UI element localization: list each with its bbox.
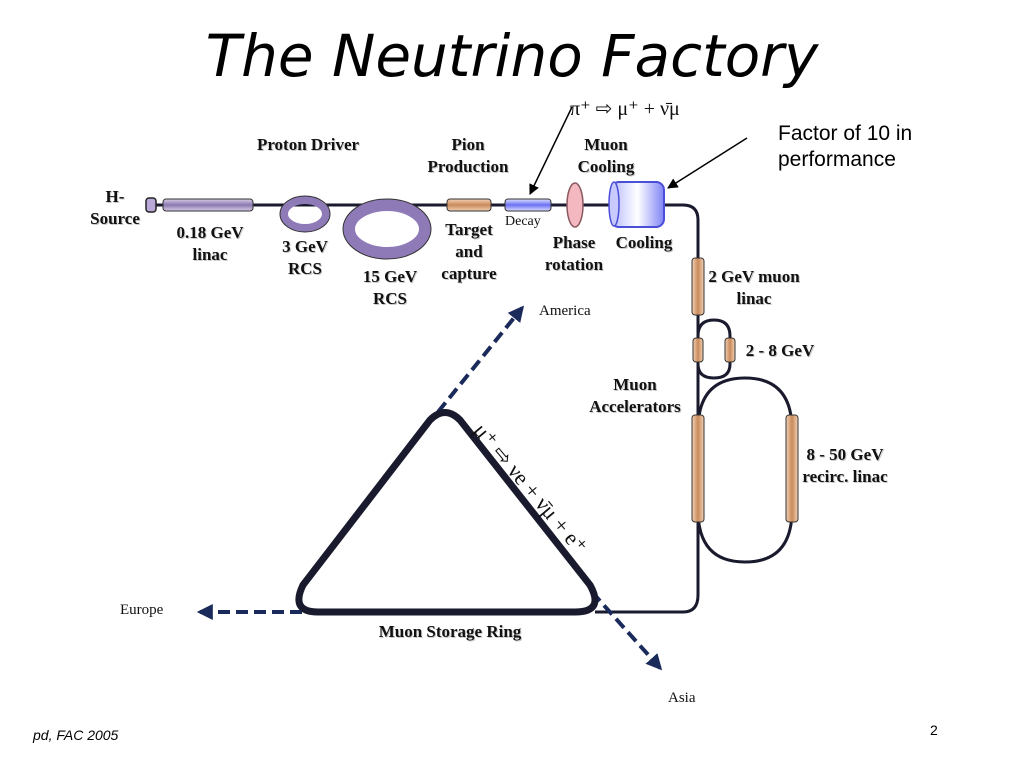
muon-linac-element [691, 257, 705, 316]
target-element [446, 198, 492, 212]
beam-america [436, 305, 525, 414]
target-label: Target and capture [441, 220, 497, 283]
factor-note: Factor of 10 in performance [778, 122, 913, 171]
cooling-label: Cooling [615, 233, 673, 252]
asia-label: Asia [668, 690, 696, 706]
recirc-linac-label: 8 - 50 GeV recirc. linac [802, 445, 888, 486]
phase-rotation-element [566, 182, 584, 228]
beamline [150, 203, 700, 614]
europe-label: Europe [120, 602, 164, 618]
linac-018-element [162, 198, 254, 212]
factor-pointer-arrow [667, 137, 748, 189]
recirc-tube-left [691, 414, 705, 523]
phase-rotation-label: Phase rotation [544, 233, 604, 274]
slide-title: The Neutrino Factory [205, 22, 819, 90]
h-source-label: H- Source [90, 187, 140, 228]
proton-driver-label: Proton Driver [256, 135, 360, 154]
linac-018-label: 0.18 GeV linac [176, 223, 244, 264]
h-source-element [145, 197, 157, 213]
storage-ring [295, 409, 599, 616]
recirc-tube-right [785, 414, 799, 523]
page-number: 2 [930, 722, 938, 738]
muon-accelerators-label: Muon Accelerators [589, 375, 681, 416]
rcs-3-label: 3 GeV RCS [282, 237, 328, 278]
rcs-15-element [343, 199, 431, 259]
gev-2-8-label: 2 - 8 GeV [745, 341, 815, 360]
footer-text: pd, FAC 2005 [33, 727, 119, 743]
loop-2-8-tube-left [692, 337, 704, 363]
decay-element [504, 198, 552, 212]
decay-pointer-arrow [529, 106, 573, 195]
decay-formula: π⁺ ⇨ μ⁺ + ν̄μ [570, 98, 680, 120]
cooling-end-cap [608, 181, 620, 227]
rcs-3-element [280, 196, 330, 232]
pion-production-label: Pion Production [427, 135, 509, 176]
storage-ring-label: Muon Storage Ring [378, 622, 522, 641]
loop-2-8-tube-right [724, 337, 736, 363]
america-label: America [539, 303, 591, 319]
rcs-3-outline [279, 195, 331, 233]
rcs-15-outline [342, 198, 432, 260]
muon-linac-label: 2 GeV muon linac [708, 267, 800, 308]
recirc-loop [696, 376, 794, 564]
rcs-15-label: 15 GeV RCS [362, 267, 418, 308]
muon-cooling-label: Muon Cooling [577, 135, 635, 176]
beam-asia [590, 590, 663, 671]
decay-label: Decay [505, 214, 541, 229]
